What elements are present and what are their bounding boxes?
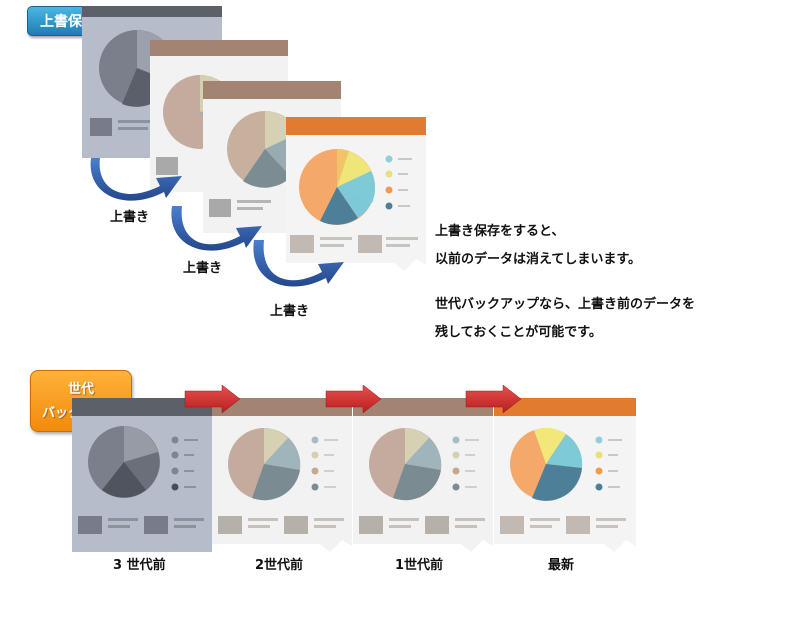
red-arrow-3	[465, 384, 522, 414]
pie-chart-icon	[88, 426, 160, 498]
generation-label-latest: 最新	[548, 558, 575, 573]
curved-arrow-3	[253, 240, 344, 287]
description-line-2: 以前のデータは消えてしまいます。	[435, 252, 642, 267]
pie-chart-icon	[228, 428, 301, 501]
generation-doc-3-ago	[72, 398, 212, 552]
generation-label-1-ago: 1世代前	[395, 558, 444, 573]
legend-dots	[595, 436, 622, 491]
curved-arrow-2	[171, 206, 262, 251]
description-line-1: 上書き保存をすると、	[435, 224, 565, 239]
pie-chart-icon	[369, 428, 442, 501]
curved-arrow-1	[90, 158, 182, 201]
generation-doc-2-ago	[212, 398, 352, 552]
generation-backup-badge-line1: 世代	[67, 382, 94, 397]
red-arrow-2	[325, 384, 382, 414]
overwrite-label-3: 上書き	[270, 304, 310, 319]
legend-dots	[171, 436, 198, 491]
pie-chart-icon	[299, 149, 376, 225]
generation-doc-latest	[494, 398, 636, 552]
description-line-4: 残しておくことが可能です。	[435, 325, 602, 340]
legend-dots	[452, 436, 479, 491]
generation-label-2-ago: 2世代前	[255, 558, 304, 573]
overwrite-doc-4	[286, 117, 426, 271]
generation-label-3-ago: 3 世代前	[113, 558, 166, 573]
pie-chart-icon	[510, 427, 583, 501]
legend-dots	[311, 436, 338, 491]
overwrite-label-2: 上書き	[183, 261, 223, 276]
description-line-3: 世代バックアップなら、上書き前のデータを	[435, 297, 696, 312]
red-arrow-1	[184, 384, 241, 414]
legend-dots	[385, 155, 412, 210]
generation-doc-1-ago	[353, 398, 493, 552]
overwrite-label-1: 上書き	[110, 210, 150, 225]
